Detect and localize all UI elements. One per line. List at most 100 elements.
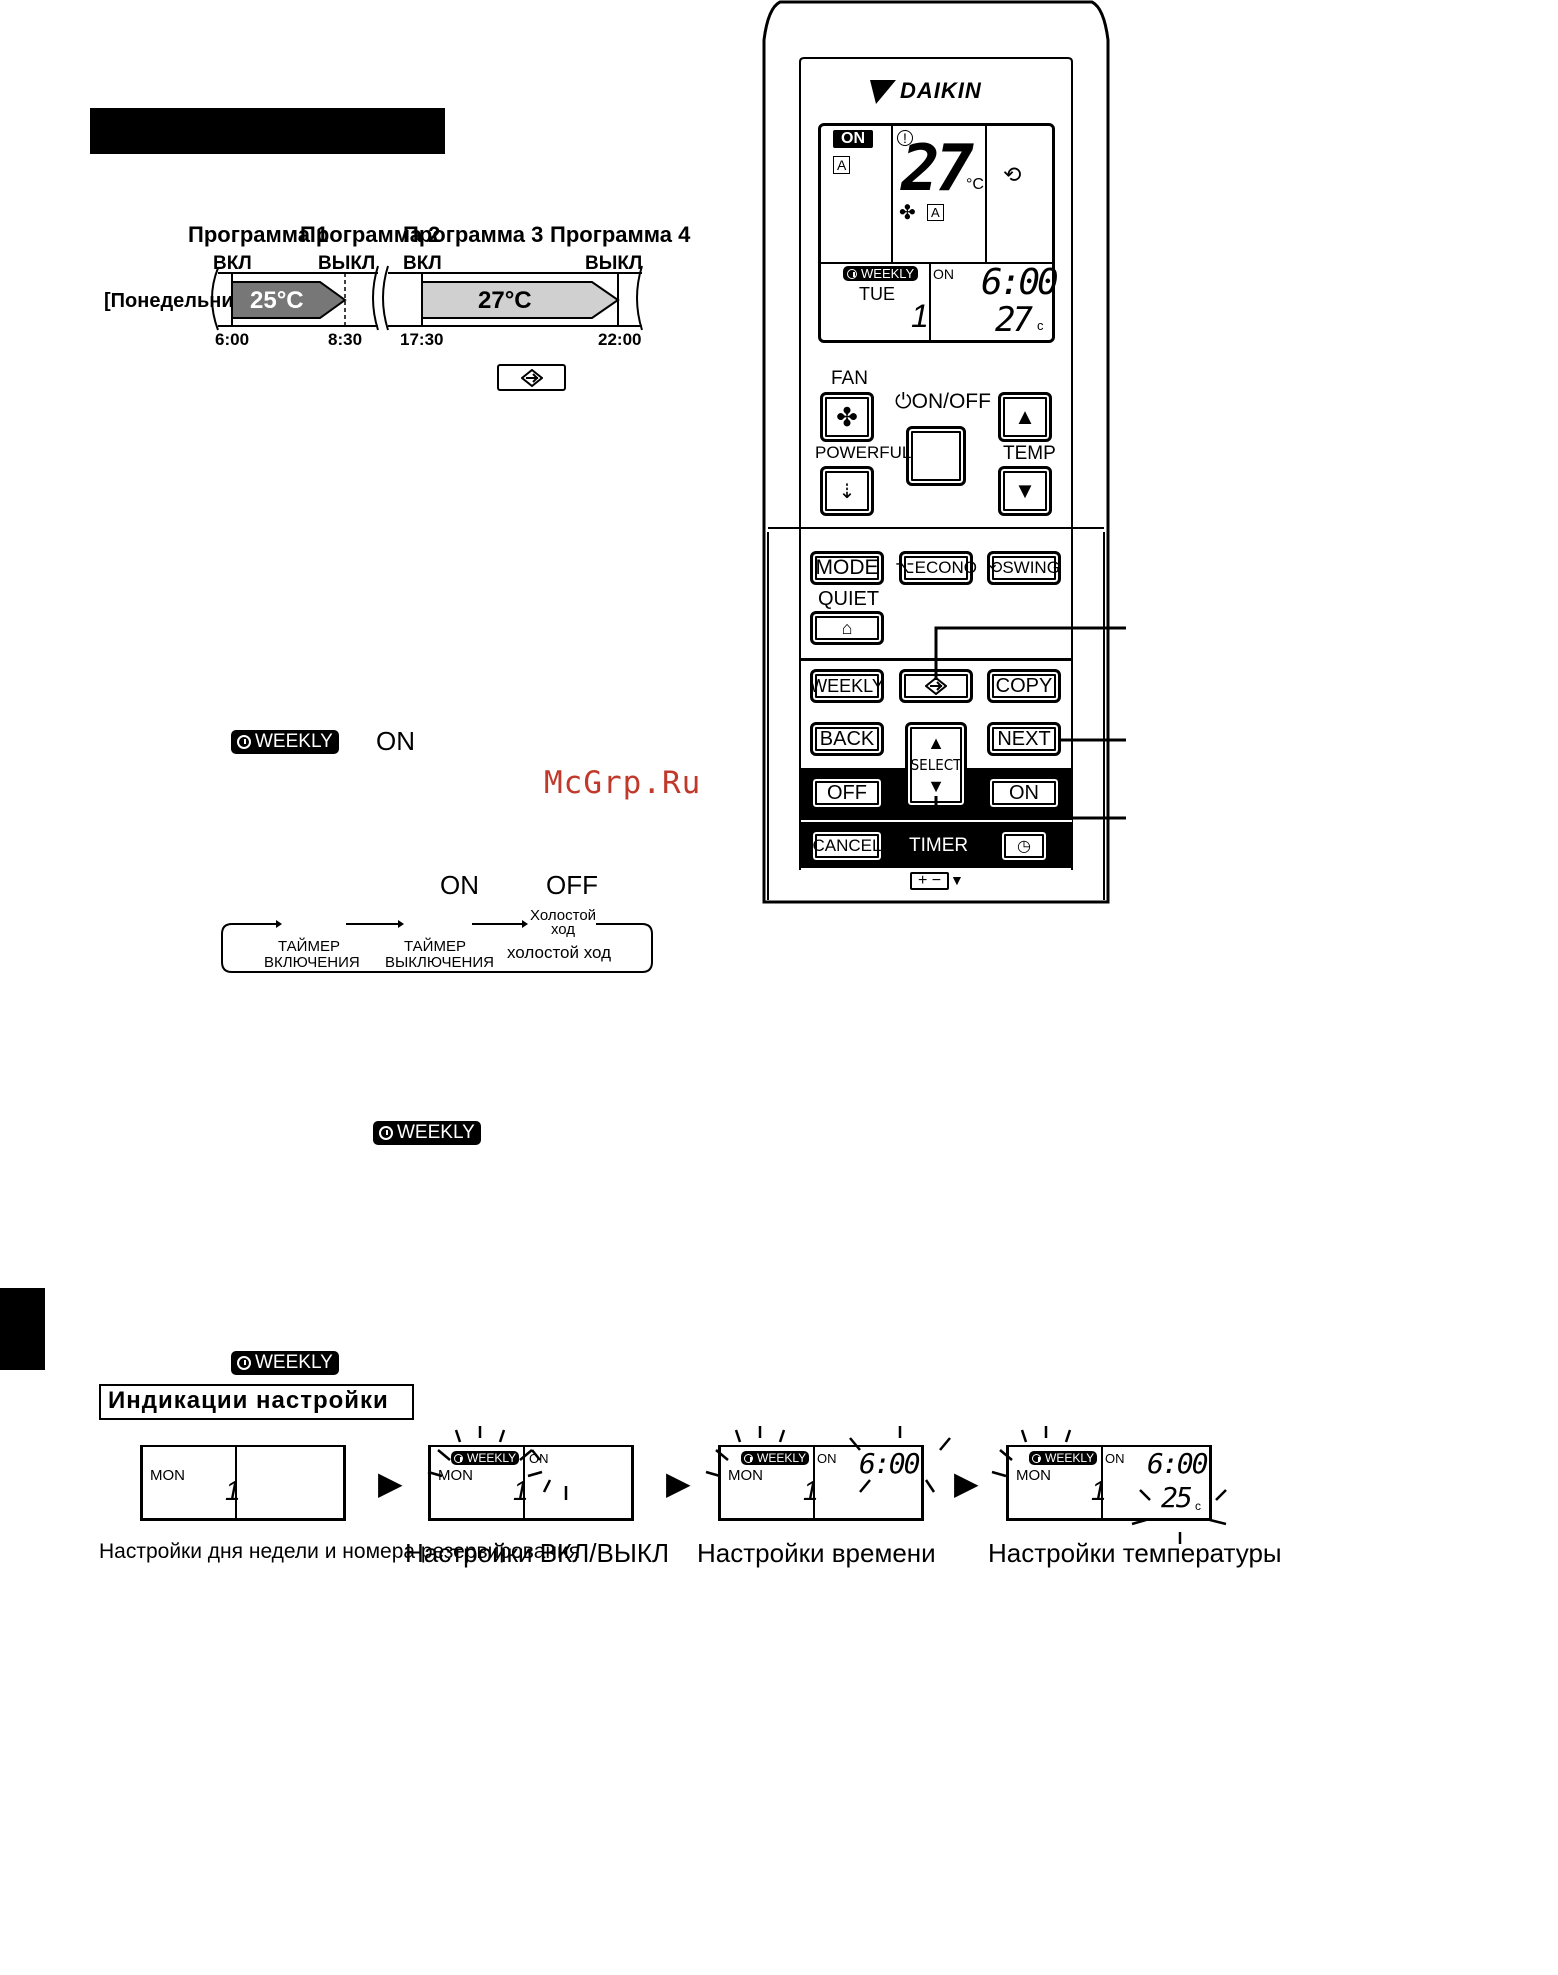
quiet-button[interactable]: ⌂	[810, 611, 884, 645]
powerful-label: POWERFUL	[815, 443, 912, 462]
program-2-label: Программа 2	[300, 222, 441, 247]
daikin-logo-icon	[870, 80, 896, 104]
temp-1-label: 25°C	[250, 287, 304, 314]
screen-3-num: 1	[803, 1475, 819, 1506]
clock-icon	[454, 1453, 463, 1463]
next-arrow-1: ▶	[378, 1465, 403, 1501]
caption-1: Настройки дня недели и номера резервиров…	[99, 1540, 581, 1563]
lcd-divider-4	[929, 264, 931, 340]
copy-button[interactable]: COPY	[987, 669, 1061, 703]
program-icon	[520, 368, 543, 387]
timer-off-button[interactable]: OFF	[810, 776, 884, 810]
select-up-icon: ▲	[927, 733, 945, 753]
temp-2-label: 27°C	[478, 287, 532, 314]
fan-button-icon: ✤	[836, 401, 858, 432]
time-4-label: 22:00	[598, 330, 642, 349]
mini-divider	[1101, 1445, 1103, 1518]
mini-divider	[523, 1445, 525, 1518]
screen-4-temp: 25	[1161, 1481, 1193, 1514]
battery-icon: + −	[910, 872, 950, 890]
powerful-button[interactable]: ⇣	[820, 466, 874, 516]
lcd-temp-small: 27	[995, 300, 1033, 340]
callout-lines	[934, 626, 1126, 820]
on-label-2: ON	[440, 870, 479, 900]
indications-title: Индикации настройки	[108, 1387, 389, 1414]
lcd-divider-1	[891, 126, 893, 262]
lcd-on-badge: ON	[833, 130, 873, 148]
off-label-2: OFF	[546, 870, 598, 900]
action-3-label: ВКЛ	[403, 253, 442, 274]
cancel-button[interactable]: CANCEL	[810, 829, 884, 863]
lcd-num: 1	[911, 298, 929, 334]
screen-2-weekly: WEEKLY	[451, 1451, 520, 1465]
select-button[interactable]: ▲ SELECT ▼	[905, 722, 967, 808]
weekly-badge-1: WEEKLY	[231, 730, 339, 754]
lcd-on-small: ON	[933, 266, 954, 282]
mini-top-line	[721, 1445, 921, 1447]
auto-mode-icon: A	[833, 156, 851, 174]
daikin-logo: DAIKIN	[870, 78, 982, 104]
timer-off-line1: ТАЙМЕР	[404, 938, 466, 955]
timer-on-button[interactable]: ON	[987, 776, 1061, 810]
next-button[interactable]: NEXT	[987, 722, 1061, 756]
caption-3: Настройки времени	[697, 1538, 936, 1568]
time-2-label: 8:30	[328, 330, 363, 349]
indication-screen-4: WEEKLY ON 6:00 25 c MON 1	[1006, 1445, 1212, 1521]
econo-icon: ⌥	[895, 558, 915, 577]
swing-button[interactable]: ⟲SWING	[987, 551, 1061, 585]
indication-screen-3: WEEKLY ON 6:00 MON 1	[718, 1445, 924, 1521]
screen-4-num: 1	[1091, 1475, 1107, 1506]
next-arrow-3: ▶	[954, 1465, 979, 1501]
screen-1-num: 1	[225, 1475, 241, 1506]
timer-divider	[801, 820, 1072, 822]
indication-screen-2: WEEKLY ON MON 1	[428, 1445, 634, 1521]
screen-3-on: ON	[817, 1451, 837, 1466]
fan-label: FAN	[831, 368, 868, 389]
timer-label: TIMER	[909, 835, 969, 856]
screen-3-day: MON	[728, 1467, 763, 1484]
fan-auto-icon: A	[927, 204, 944, 221]
program-button-icon	[497, 364, 566, 391]
clock-icon: ◷	[1017, 838, 1031, 855]
swing-icon: ⟲	[1003, 162, 1022, 187]
screen-4-on: ON	[1105, 1451, 1125, 1466]
screen-3-weekly: WEEKLY	[741, 1451, 810, 1465]
arrow-up-icon: ▲	[1014, 404, 1036, 429]
blink-rays	[427, 1426, 1227, 1544]
watermark: McGrp.Ru	[544, 765, 702, 801]
lcd-divider-2	[985, 126, 987, 262]
select-down-icon: ▼	[927, 776, 945, 796]
thermo-icon: !	[897, 130, 913, 146]
lcd-weekly-badge: WEEKLY	[843, 266, 919, 281]
timer-on-line1: ТАЙМЕР	[278, 938, 340, 955]
timeline-graphic	[211, 265, 643, 331]
lcd-temp: 27	[901, 132, 974, 206]
weekly-button[interactable]: WEEKLY	[810, 669, 884, 703]
header-bar	[90, 108, 445, 154]
econo-button[interactable]: ⌥ECONO	[895, 551, 977, 585]
timer-off-line2: ВЫКЛЮЧЕНИЯ	[385, 954, 494, 971]
weekly-badge-2: WEEKLY	[373, 1121, 481, 1145]
clock-icon	[744, 1453, 753, 1463]
weekly-badge-3: WEEKLY	[231, 1351, 339, 1375]
onoff-label: ⏻ON/OFF	[895, 390, 991, 413]
program-4-label: Программа 4	[550, 222, 691, 247]
action-2-label: ВЫКЛ	[318, 253, 376, 274]
fan-button[interactable]: ✤	[820, 392, 874, 442]
swing-button-icon: ⟲	[988, 558, 1003, 577]
caption-4: Настройки температуры	[988, 1538, 1282, 1568]
temp-down-button[interactable]: ▼	[998, 466, 1052, 516]
back-button[interactable]: BACK	[810, 722, 884, 756]
indications-title-box	[99, 1384, 414, 1420]
mini-top-line	[1009, 1445, 1209, 1447]
mini-divider	[235, 1445, 237, 1518]
indication-screen-1: MON 1	[140, 1445, 346, 1521]
onoff-button[interactable]	[906, 426, 966, 486]
mode-button[interactable]: MODE	[810, 551, 884, 585]
screen-3-time: 6:00	[859, 1447, 920, 1480]
clock-button[interactable]: ◷	[999, 829, 1049, 863]
lcd-divider-3	[821, 262, 1052, 264]
clock-icon	[237, 735, 251, 749]
program-3-label: Программа 3	[403, 222, 544, 247]
temp-up-button[interactable]: ▲	[998, 392, 1052, 442]
